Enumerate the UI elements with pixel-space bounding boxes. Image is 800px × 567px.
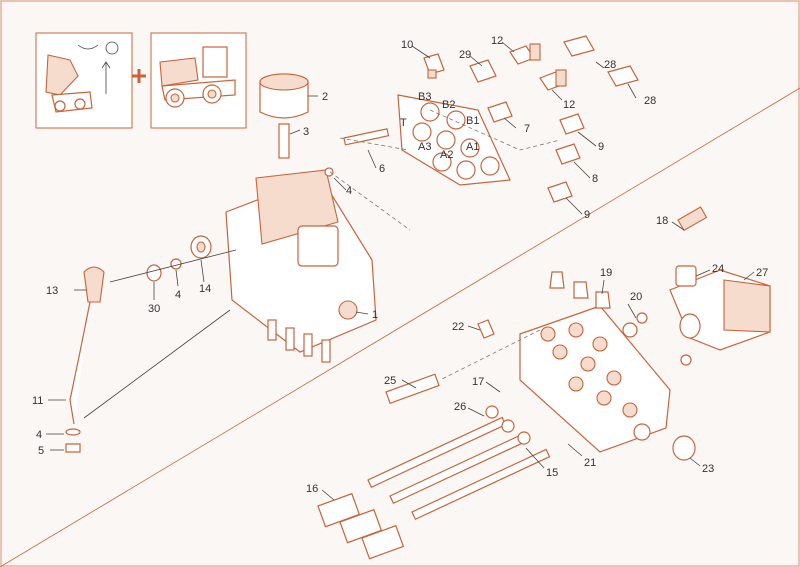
plus-icon: [132, 69, 146, 83]
port-label-b2: B2: [442, 99, 455, 111]
port-plate: B3 B2 B1 T A3 A2 A1: [397, 91, 511, 186]
callout-15: 15: [546, 467, 558, 479]
callout-26: 26: [454, 401, 466, 413]
callout-4-mid: 4: [175, 289, 181, 301]
callout-2: 2: [322, 91, 328, 103]
callout-13: 13: [46, 285, 58, 297]
callout-19: 19: [600, 267, 612, 279]
callout-labels: 10 29 12 28 12 28 2 3 7 9 8 9 6 4 18 13 …: [32, 35, 768, 495]
callout-4-upper: 4: [346, 185, 352, 197]
callout-25: 25: [384, 375, 396, 387]
callout-7: 7: [524, 123, 530, 135]
port-label-a3: A3: [418, 141, 431, 153]
port-label-b3: B3: [418, 91, 431, 103]
callout-18: 18: [656, 215, 668, 227]
callout-1: 1: [372, 309, 378, 321]
callout-11: 11: [32, 395, 43, 407]
leader-lines: [46, 41, 755, 501]
callout-21: 21: [584, 457, 596, 469]
callout-16: 16: [306, 483, 318, 495]
port-label-b1: B1: [466, 115, 479, 127]
divider-line: [0, 87, 800, 567]
control-lever: [65, 266, 105, 453]
callout-22: 22: [452, 321, 464, 333]
callout-3: 3: [303, 126, 309, 138]
callout-9-bottom: 9: [584, 209, 590, 221]
spools: [317, 405, 551, 560]
callout-12-mid: 12: [563, 99, 575, 111]
lever-gesture-icon: [35, 32, 133, 129]
callout-23: 23: [702, 463, 714, 475]
lower-distributor: [385, 206, 771, 461]
callout-24: 24: [712, 263, 724, 275]
callout-4-lower: 4: [36, 429, 42, 441]
callout-9-top: 9: [598, 141, 604, 153]
callout-20: 20: [630, 291, 642, 303]
callout-5: 5: [38, 445, 44, 457]
callout-10: 10: [401, 39, 413, 51]
callout-17: 17: [472, 376, 484, 388]
callout-28-mid: 28: [644, 95, 656, 107]
callout-28-top: 28: [604, 59, 616, 71]
callout-6: 6: [379, 163, 385, 175]
port-label-a1: A1: [466, 141, 479, 153]
callout-27: 27: [756, 267, 768, 279]
callout-29: 29: [459, 49, 471, 61]
port-label-t: T: [400, 117, 407, 129]
callout-12-top: 12: [491, 35, 503, 47]
callout-14: 14: [199, 283, 211, 295]
fittings-group: [423, 35, 639, 203]
callout-30: 30: [148, 303, 160, 315]
port-label-a2: A2: [440, 149, 453, 161]
upper-valve-assembly: [146, 73, 390, 363]
dumper-vehicle-icon: [150, 32, 247, 129]
callout-8: 8: [592, 173, 598, 185]
